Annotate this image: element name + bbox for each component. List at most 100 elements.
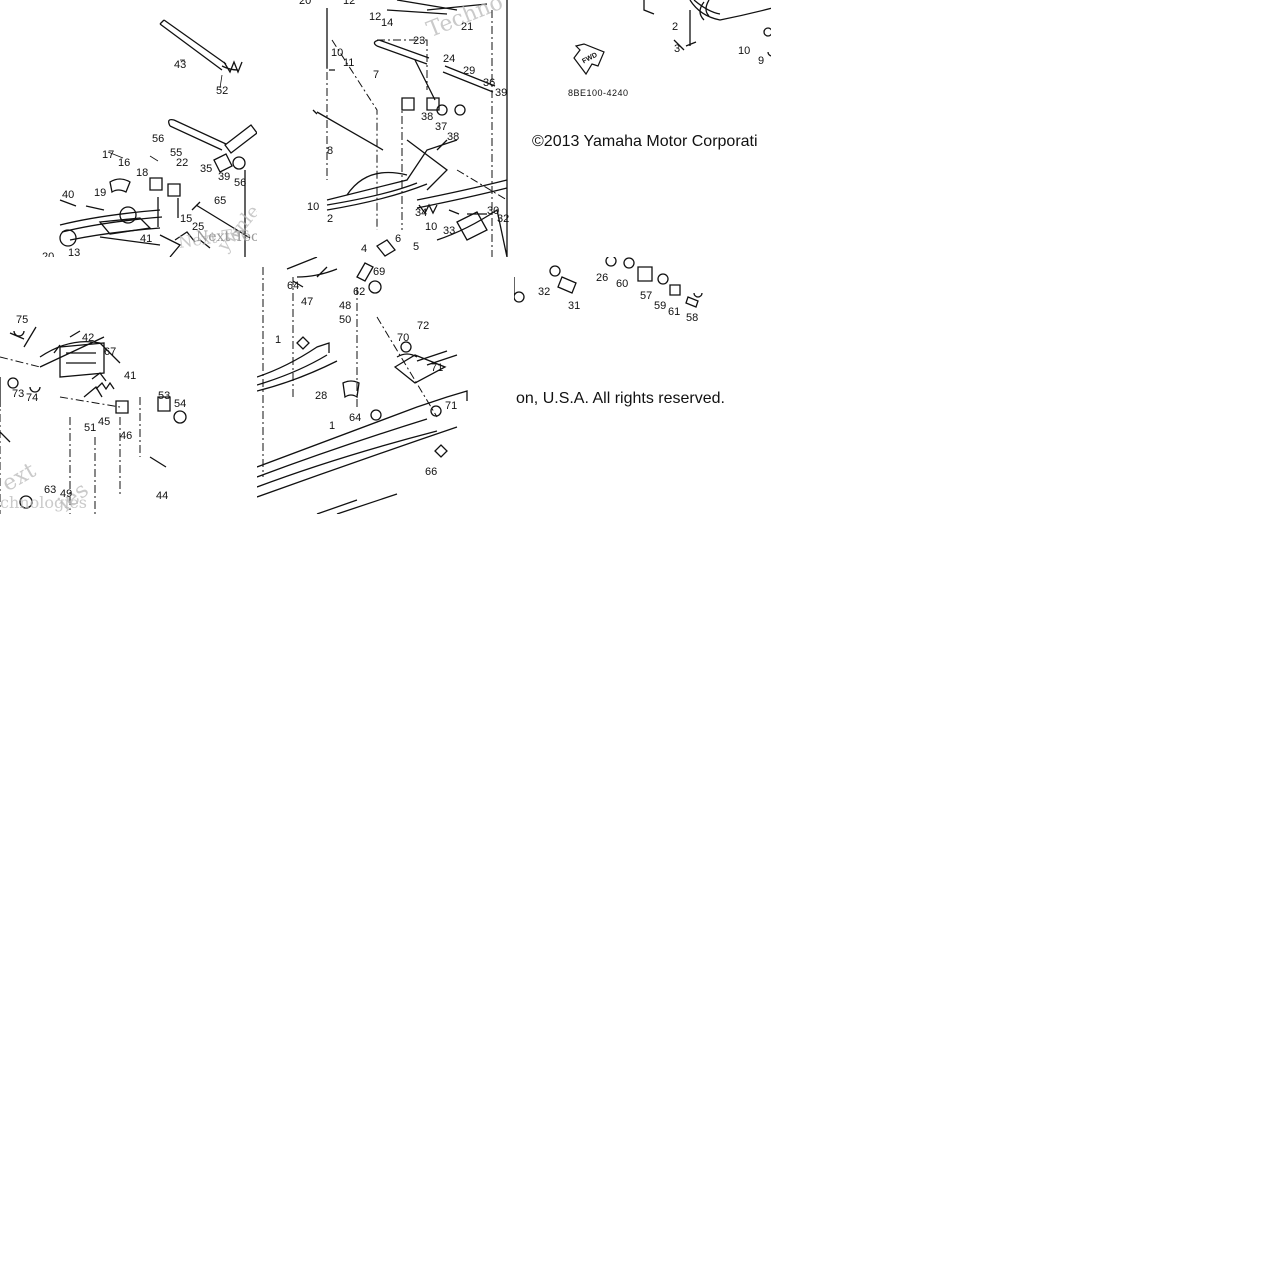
part-callout-49: 49 bbox=[60, 488, 73, 500]
part-callout-2: 2 bbox=[672, 21, 679, 33]
part-callout-32: 32 bbox=[497, 213, 510, 225]
part-callout-69: 69 bbox=[373, 266, 386, 278]
part-callout-66: 66 bbox=[425, 466, 438, 478]
part-callout-39: 39 bbox=[495, 87, 508, 99]
drawing-top-right bbox=[573, 0, 771, 76]
part-callout-17: 17 bbox=[102, 149, 115, 161]
drawing-bottom-center bbox=[257, 257, 468, 514]
copyright-part-2: on, U.S.A. All rights reserved. bbox=[516, 390, 725, 407]
part-callout-3: 3 bbox=[674, 43, 681, 55]
part-callout-next-tec: Next Tec bbox=[196, 229, 257, 245]
drawing-top-center bbox=[312, 0, 508, 257]
part-callout-44: 44 bbox=[156, 490, 169, 502]
part-callout-51: 51 bbox=[84, 422, 97, 434]
part-callout-42: 42 bbox=[82, 332, 95, 344]
drawing-bottom-right bbox=[514, 257, 703, 308]
fwd-arrow-icon bbox=[573, 43, 605, 76]
part-callout-74: 74 bbox=[26, 392, 39, 404]
part-callout-41: 41 bbox=[140, 233, 153, 245]
part-callout-64: 64 bbox=[349, 412, 362, 424]
part-callout-21: 21 bbox=[461, 21, 474, 33]
part-callout-67: 67 bbox=[104, 346, 117, 358]
part-callout-71: 71 bbox=[431, 362, 444, 374]
part-callout-56: 56 bbox=[152, 133, 165, 145]
part-callout-23: 23 bbox=[413, 35, 426, 47]
part-callout-12: 12 bbox=[343, 0, 356, 7]
diagram-tile-top-right: FWD 8BE100-4240 ©2013 Yamaha Motor Corpo… bbox=[514, 0, 771, 257]
part-callout-60: 60 bbox=[616, 278, 629, 290]
part-callout-36: 36 bbox=[483, 77, 496, 89]
part-callout-48: 48 bbox=[339, 300, 352, 312]
part-callout-18: 18 bbox=[136, 167, 149, 179]
part-callout-10: 10 bbox=[331, 47, 344, 59]
part-callout-37: 37 bbox=[435, 121, 448, 133]
drawing-bottom-left bbox=[0, 326, 187, 514]
part-callout-38: 38 bbox=[447, 131, 460, 143]
part-callout-10: 10 bbox=[307, 201, 320, 213]
part-callout-45: 45 bbox=[98, 416, 111, 428]
part-callout-2: 2 bbox=[327, 213, 334, 225]
part-callout-63: 63 bbox=[44, 484, 57, 496]
part-callout-39: 39 bbox=[218, 171, 231, 183]
part-callout-75: 75 bbox=[16, 314, 29, 326]
part-callout-41: 41 bbox=[124, 370, 137, 382]
part-callout-40: 40 bbox=[62, 189, 75, 201]
part-callout-22: 22 bbox=[176, 157, 189, 169]
part-callout-34: 34 bbox=[415, 207, 428, 219]
part-callout-61: 61 bbox=[668, 306, 681, 318]
part-callout-46: 46 bbox=[120, 430, 133, 442]
part-callout-8: 8 bbox=[327, 145, 334, 157]
part-callout-53: 53 bbox=[158, 390, 171, 402]
part-callout-73: 73 bbox=[12, 388, 25, 400]
part-callout-20: 20 bbox=[299, 0, 312, 7]
part-callout-30: 30 bbox=[487, 205, 500, 217]
part-callout-12: 12 bbox=[369, 11, 382, 23]
part-callout-65: 65 bbox=[214, 195, 227, 207]
part-callout-72: 72 bbox=[417, 320, 430, 332]
part-callout-56: 56 bbox=[234, 177, 247, 189]
part-callout-25: 25 bbox=[192, 221, 205, 233]
part-callout-20: 20 bbox=[42, 251, 55, 258]
part-callout-38: 38 bbox=[421, 111, 434, 123]
diagram-code: 8BE100-4240 bbox=[568, 88, 629, 98]
part-callout-4: 4 bbox=[361, 243, 368, 255]
part-callout-1: 1 bbox=[329, 420, 336, 432]
part-callout-32: 32 bbox=[538, 286, 551, 298]
part-callout-13: 13 bbox=[68, 247, 81, 258]
part-callout-70: 70 bbox=[397, 332, 410, 344]
watermark-bottom-left-b: chnologies bbox=[0, 493, 87, 512]
part-callout-50: 50 bbox=[339, 314, 352, 326]
part-callout-71: 71 bbox=[445, 400, 458, 412]
part-callout-47: 47 bbox=[301, 296, 314, 308]
part-callout-55: 55 bbox=[170, 147, 183, 159]
part-callout-29: 29 bbox=[463, 65, 476, 77]
part-callout-43: 43 bbox=[174, 59, 187, 71]
part-callout-62: 62 bbox=[353, 286, 366, 298]
part-callout-6: 6 bbox=[395, 233, 402, 245]
part-callout-52: 52 bbox=[216, 85, 229, 97]
part-callout-10: 10 bbox=[738, 45, 751, 57]
part-callout-33: 33 bbox=[443, 225, 456, 237]
part-callout-15: 15 bbox=[180, 213, 193, 225]
part-callout-54: 54 bbox=[174, 398, 187, 410]
part-callout-35: 35 bbox=[200, 163, 213, 175]
part-callout-7: 7 bbox=[373, 69, 380, 81]
part-callout-11: 11 bbox=[343, 57, 355, 69]
part-callout-57: 57 bbox=[640, 290, 653, 302]
drawing-top-left bbox=[59, 19, 257, 257]
part-callout-14: 14 bbox=[381, 17, 394, 29]
part-callout-64: 64 bbox=[287, 280, 300, 292]
copyright-part-1: ©2013 Yamaha Motor Corporati bbox=[532, 133, 758, 150]
part-callout-5: 5 bbox=[413, 241, 420, 253]
part-callout-31: 31 bbox=[568, 300, 581, 312]
part-callout-19: 19 bbox=[94, 187, 107, 199]
part-callout-59: 59 bbox=[654, 300, 667, 312]
part-callout-9: 9 bbox=[758, 55, 765, 67]
part-callout-58: 58 bbox=[686, 312, 699, 324]
